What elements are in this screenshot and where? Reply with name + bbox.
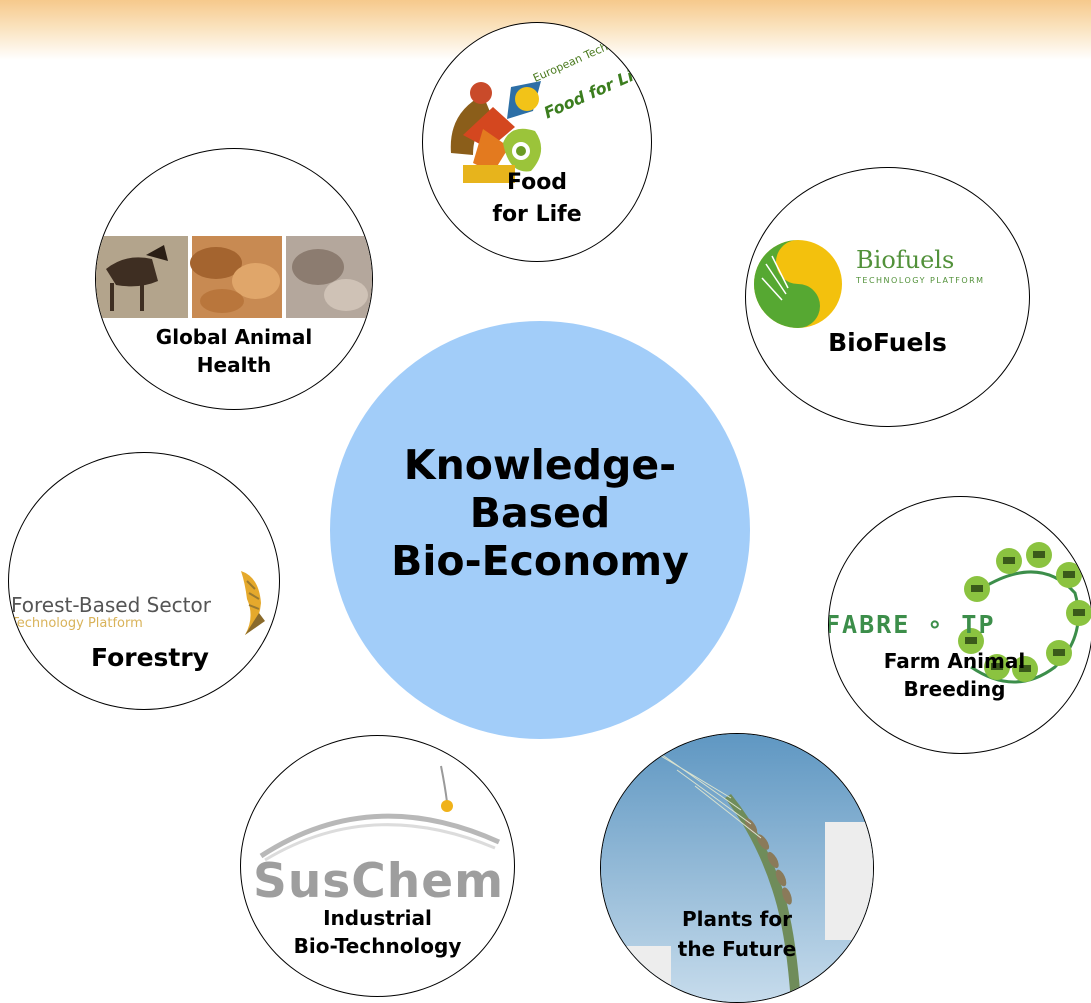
node-global-animal-health: Global Animal Health xyxy=(95,148,373,410)
node-label-plants-for-the-future: Plants for the Future xyxy=(677,907,797,961)
node-label-food-for-life: Food for Life xyxy=(492,170,582,227)
node-food-for-life: European Technology Platform Food for Li… xyxy=(422,22,652,262)
node-forestry: Forest-Based Sector Technology Platform … xyxy=(8,452,280,710)
node-label-farm-animal-breeding: Farm Animal Breeding xyxy=(883,649,1026,701)
node-industrial-bio-technology: SusChem Industrial Bio-Technology xyxy=(240,735,515,997)
node-label-biofuels: BioFuels xyxy=(828,328,947,357)
biofuels-logo xyxy=(754,240,842,328)
node-label-industrial-bio-technology: Industrial Bio-Technology xyxy=(293,906,462,958)
biofuels-logo-subtitle: TECHNOLOGY PLATFORM xyxy=(856,276,985,285)
fabre-logo-name: FABRE ∘ TP xyxy=(828,610,996,639)
hub-line-2: Based xyxy=(469,489,611,537)
node-label-global-animal-health: Global Animal Health xyxy=(155,325,313,377)
hub-title: Knowledge- Based Bio-Economy xyxy=(330,441,750,585)
plants-wheat-photo xyxy=(601,734,873,1002)
biofuels-logo-name: Biofuels xyxy=(856,246,955,274)
node-biofuels: Biofuels TECHNOLOGY PLATFORM BioFuels xyxy=(745,167,1030,427)
forest-sector-logo-icon xyxy=(241,571,265,635)
forestry-logo-subtitle: Technology Platform xyxy=(11,616,143,631)
node-plants-for-the-future: Plants for the Future xyxy=(600,733,874,1003)
fabre-tp-logo-chain xyxy=(958,542,1091,684)
animal-health-photo-strip xyxy=(96,236,372,318)
central-hub: Knowledge- Based Bio-Economy xyxy=(330,321,750,739)
hub-line-1: Knowledge- xyxy=(403,441,677,489)
suschem-logo-arc xyxy=(259,765,501,862)
hub-line-3: Bio-Economy xyxy=(391,537,689,585)
node-label-forestry: Forestry xyxy=(91,643,209,672)
forestry-logo-name: Forest-Based Sector xyxy=(11,593,211,617)
node-farm-animal-breeding: FABRE ∘ TP Farm Animal Breeding xyxy=(828,496,1091,754)
suschem-logo-name: SusChem xyxy=(253,854,505,909)
food-for-life-logo xyxy=(450,81,542,183)
